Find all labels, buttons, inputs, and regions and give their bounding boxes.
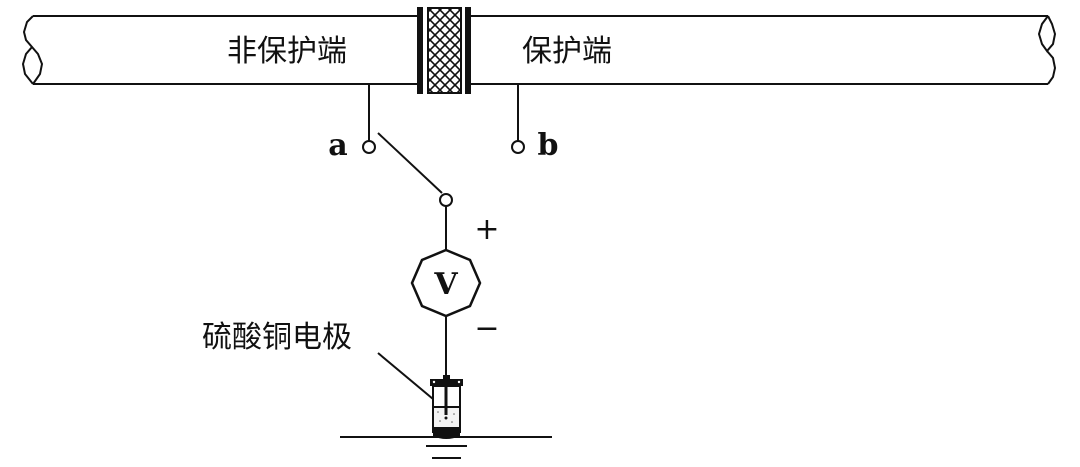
terminal-a [362, 140, 376, 154]
pipe-left-break-end [21, 15, 44, 85]
flange-plate-right [465, 7, 471, 94]
electrode-terminal [443, 375, 450, 380]
insulating-gasket [427, 7, 462, 94]
voltmeter-symbol: V [433, 267, 458, 302]
switch-blade [377, 132, 443, 194]
terminal-b [511, 140, 525, 154]
electrode-cap [430, 379, 463, 386]
electrode-label: 硫酸铜电极 [202, 320, 352, 355]
positive-sign: + [474, 212, 499, 247]
terminal-b-label: b [538, 128, 559, 163]
insulating-flange [417, 7, 471, 94]
switch-pivot [439, 193, 453, 207]
voltmeter: V [410, 248, 482, 318]
electrode-leader-line [377, 352, 434, 400]
copper-sulfate-electrode [430, 375, 463, 439]
flange-plate-left [417, 7, 423, 94]
pipe-right-break-end [1037, 15, 1057, 85]
protected-end-label: 保护端 [522, 34, 612, 69]
pipe: 非保护端 保护端 [21, 15, 1057, 85]
terminal-a-label: a [328, 128, 347, 163]
negative-sign: − [474, 311, 499, 346]
unprotected-end-label: 非保护端 [227, 34, 347, 69]
